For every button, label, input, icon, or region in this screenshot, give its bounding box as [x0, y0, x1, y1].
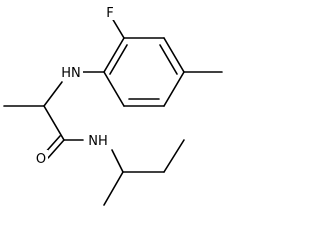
- benzene-ring: [103, 37, 185, 107]
- oxygen-label: O: [36, 152, 46, 167]
- amide-nh-label: NH: [88, 134, 108, 149]
- fluorine-atom: F: [103, 4, 117, 21]
- molecule-structure: F HN O NH: [3, 4, 223, 206]
- ring-bond-1-inner: [109, 44, 128, 75]
- ring-bond-6: [103, 71, 125, 107]
- ring-bond-3: [163, 37, 185, 73]
- ring-bond-1: [103, 37, 125, 73]
- amine-nh-label: HN: [61, 66, 81, 81]
- amide-n-carbon-bond: [111, 149, 124, 173]
- sec-butyl-methyl-bond: [103, 171, 124, 206]
- carbonyl-double-bond-a: [47, 139, 65, 159]
- amide-nh-atom: NH: [85, 132, 111, 149]
- fluorine-label: F: [106, 6, 113, 21]
- ring-bond-4: [163, 71, 185, 107]
- amine-nh-atom: HN: [59, 64, 83, 81]
- alpha-carbon-carbonyl-bond: [43, 105, 65, 141]
- oxygen-atom: O: [34, 150, 48, 167]
- c-f-bond: [111, 17, 125, 39]
- sec-butyl-ethyl-bond-2: [163, 139, 185, 173]
- ring-bond-3-inner: [159, 44, 178, 75]
- nh-alpha-carbon-bond: [43, 81, 63, 107]
